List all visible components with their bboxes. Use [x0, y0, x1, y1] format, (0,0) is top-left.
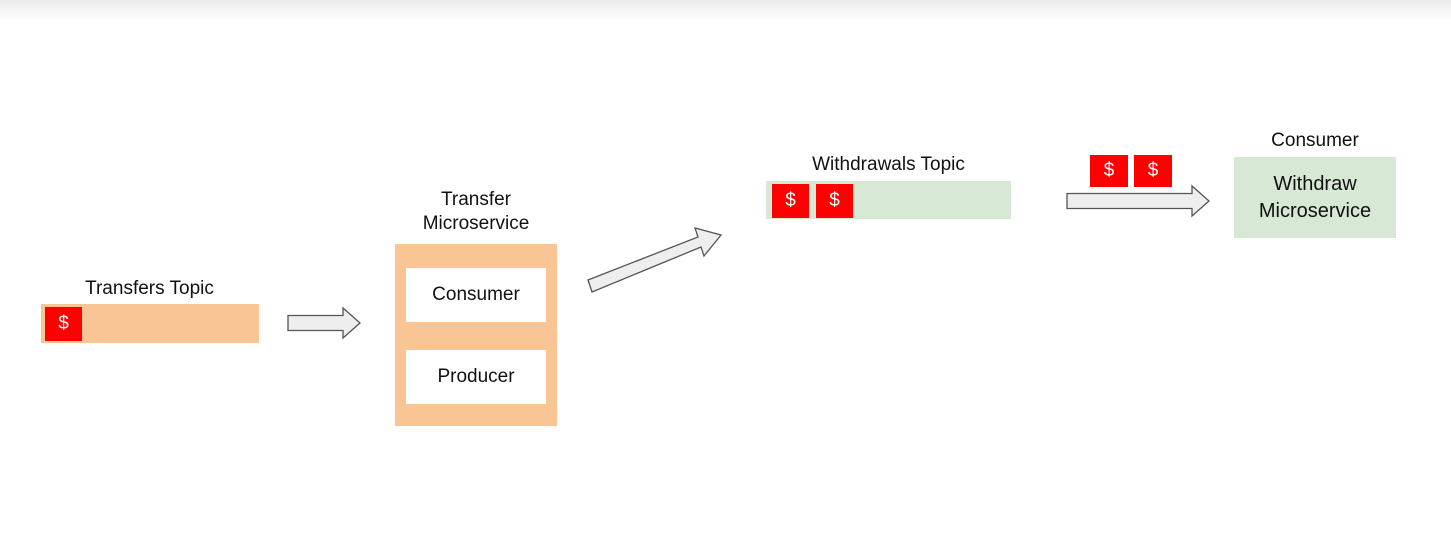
- withdrawals-topic-coin-1: $: [772, 184, 809, 218]
- consumer-box: Consumer: [406, 268, 546, 322]
- withdraw-microservice-name-line1: Withdraw: [1273, 172, 1357, 195]
- in-transit-coin-1: $: [1090, 155, 1128, 187]
- withdrawals-topic-bar: $ $: [766, 181, 1011, 219]
- transfer-microservice-title-line1: Transfer: [440, 189, 512, 210]
- top-shade: [0, 0, 1451, 22]
- withdrawals-topic-coin-2: $: [816, 184, 853, 218]
- transfer-microservice-box: Consumer Producer: [395, 244, 557, 426]
- withdraw-microservice-name-line2: Microservice: [1258, 199, 1372, 222]
- withdraw-microservice-box: Withdraw Microservice: [1234, 157, 1396, 238]
- transfers-topic-title: Transfers Topic: [85, 278, 214, 299]
- in-transit-coin-2: $: [1134, 155, 1172, 187]
- transfers-topic-coin: $: [45, 307, 82, 341]
- transfer-microservice-title-line2: Microservice: [422, 213, 530, 234]
- producer-box: Producer: [406, 350, 546, 404]
- arrow-right-icon: [287, 306, 361, 340]
- withdraw-consumer-label: Consumer: [1271, 130, 1359, 151]
- withdrawals-topic-title: Withdrawals Topic: [812, 154, 965, 175]
- arrow-up-right-icon: [587, 227, 723, 293]
- arrow-right-icon: [1066, 184, 1210, 218]
- transfers-topic-bar: $: [41, 304, 259, 343]
